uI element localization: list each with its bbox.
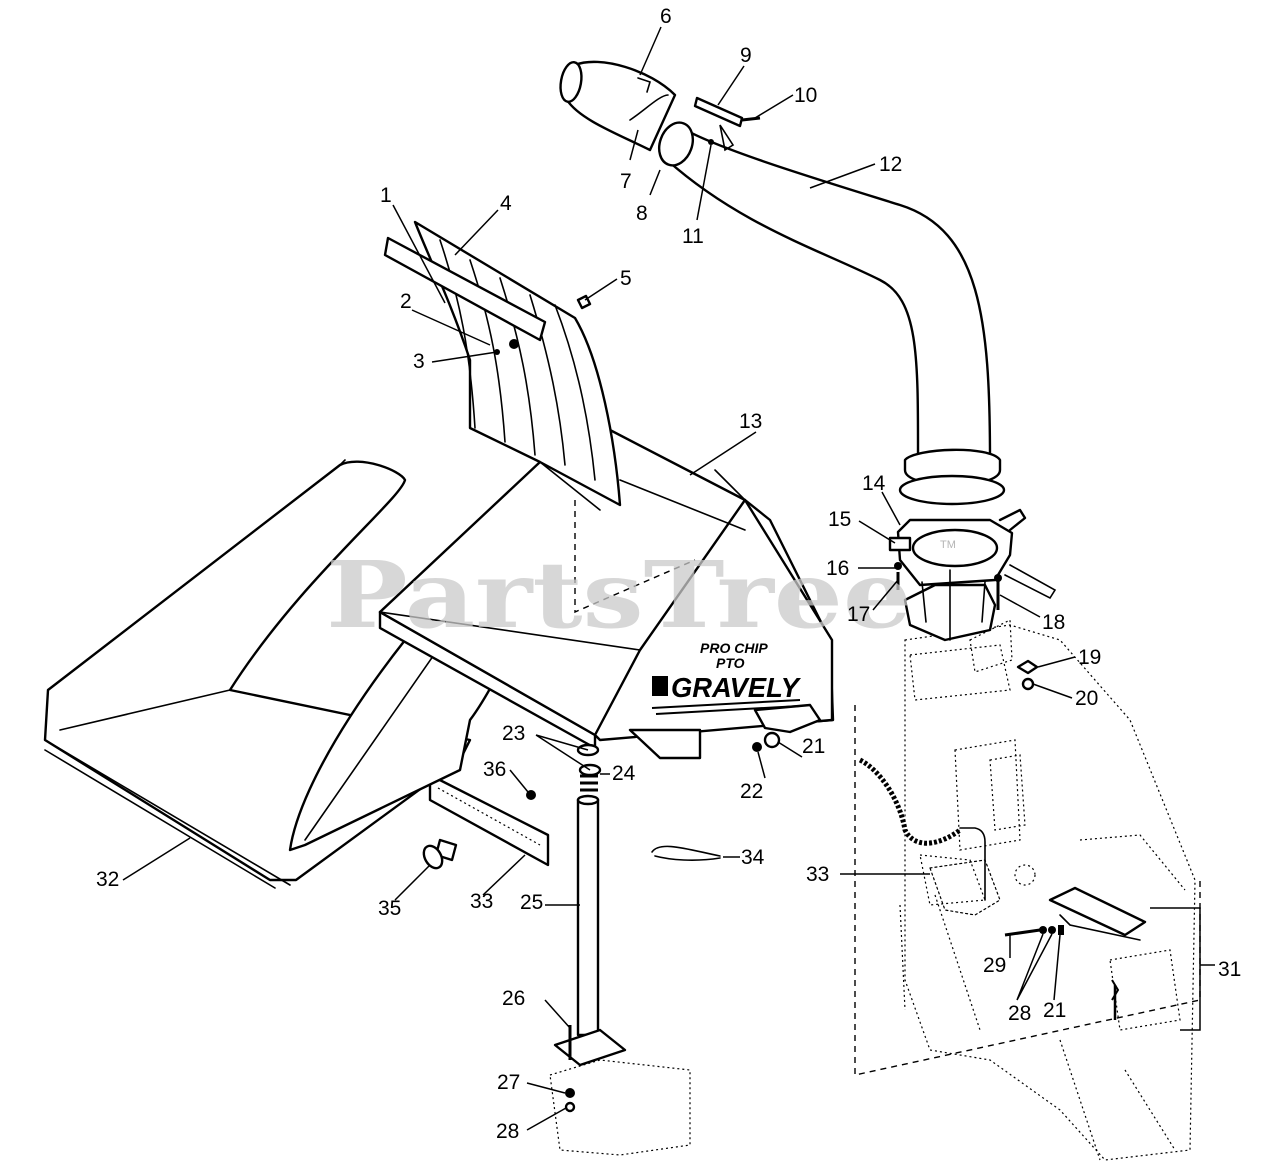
collar-bolts: [894, 562, 1002, 610]
callout-5: 5: [620, 267, 632, 290]
decal-line2: PTO: [716, 655, 745, 671]
gravely-decal: PRO CHIP PTO GRAVELY: [651, 640, 801, 715]
callout-24: 24: [612, 762, 636, 785]
callout-labels: 1 2 3 4 5 6 7 8 9 10 11 12 13 14 15 16 1…: [96, 5, 1241, 1143]
callout-36: 36: [483, 758, 506, 781]
chain-handle: [858, 757, 1001, 916]
gravely-logo-icon: [652, 676, 668, 696]
misc-hardware: [422, 731, 781, 870]
callout-19: 19: [1078, 646, 1101, 669]
callout-16: 16: [826, 557, 849, 580]
chipper-frame: [899, 619, 1196, 1161]
callout-29: 29: [983, 954, 1006, 977]
hinge-strip-33: [428, 773, 550, 867]
callout-1: 1: [380, 184, 392, 207]
decal-brand: GRAVELY: [671, 672, 801, 703]
callout-8: 8: [636, 202, 648, 225]
callout-14: 14: [862, 472, 886, 495]
support-post-25: [553, 743, 627, 1067]
callout-17: 17: [847, 603, 870, 626]
callout-6: 6: [660, 5, 672, 28]
clamp-strip-2: [383, 236, 547, 342]
callout-15: 15: [828, 508, 851, 531]
callout-21-lower: 21: [1043, 999, 1066, 1022]
callout-13: 13: [739, 410, 762, 433]
callout-33-left: 33: [470, 890, 493, 913]
callout-32: 32: [96, 868, 119, 891]
callout-2: 2: [400, 290, 412, 313]
chute-cap-6: [559, 60, 677, 152]
bracket-hardware: [1004, 925, 1120, 1020]
callout-34: 34: [741, 846, 765, 869]
clamp-9: [693, 96, 761, 152]
callout-12: 12: [879, 153, 902, 176]
leader-lines: [122, 26, 1076, 1131]
callout-9: 9: [740, 44, 752, 67]
callout-3: 3: [413, 350, 425, 373]
watermark-trademark: TM: [940, 539, 956, 551]
callout-11: 11: [682, 225, 704, 248]
callout-23: 23: [502, 722, 525, 745]
decal-line1: PRO CHIP: [700, 640, 768, 656]
callout-25: 25: [520, 891, 543, 914]
callout-21-upper: 21: [802, 735, 825, 758]
post-hardware: [564, 1025, 576, 1113]
mount-bracket-31: [1048, 886, 1215, 1031]
callout-35: 35: [378, 897, 401, 920]
rubber-flap-4: [413, 220, 622, 507]
callout-31: 31: [1218, 958, 1241, 981]
callout-33-right: 33: [806, 863, 829, 886]
nut-washer-19-20: [1016, 659, 1039, 691]
callout-22: 22: [740, 780, 763, 803]
callout-26: 26: [502, 987, 525, 1010]
partstree-watermark: PartsTree TM: [326, 539, 956, 649]
callout-27: 27: [497, 1071, 520, 1094]
watermark-text: PartsTree: [326, 541, 912, 649]
callout-7: 7: [620, 170, 632, 193]
callout-28-right: 28: [1008, 1002, 1031, 1025]
callout-18: 18: [1042, 611, 1065, 634]
callout-4: 4: [500, 192, 512, 215]
discharge-chute-12: [657, 121, 1006, 506]
callout-20: 20: [1075, 687, 1098, 710]
chute-collar-14: [888, 508, 1057, 642]
callout-10: 10: [794, 84, 817, 107]
callout-28-left: 28: [496, 1120, 519, 1143]
